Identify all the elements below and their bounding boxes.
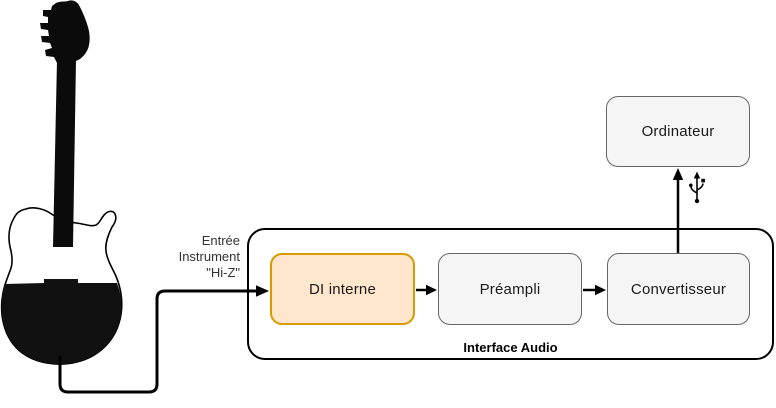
input-annotation-line2: Instrument: [178, 249, 240, 264]
node-di-interne-label: DI interne: [308, 280, 377, 298]
connector-guitar-to-di: [58, 285, 269, 394]
node-preampli: Préampli: [438, 253, 582, 325]
node-ordinateur-label: Ordinateur: [641, 123, 715, 140]
node-convertisseur: Convertisseur: [607, 253, 750, 325]
usb-icon: [689, 171, 705, 204]
node-di-interne: DI interne: [270, 253, 415, 325]
interface-audio-label: Interface Audio: [463, 340, 558, 355]
node-convertisseur-label: Convertisseur: [630, 280, 727, 298]
electric-guitar-icon: [0, 0, 123, 365]
node-ordinateur: Ordinateur: [606, 96, 750, 167]
input-annotation: Entrée Instrument "Hi-Z": [140, 233, 240, 281]
input-annotation-line3: "Hi-Z": [206, 265, 240, 280]
node-preampli-label: Préampli: [479, 280, 541, 298]
input-annotation-line1: Entrée: [201, 233, 240, 248]
